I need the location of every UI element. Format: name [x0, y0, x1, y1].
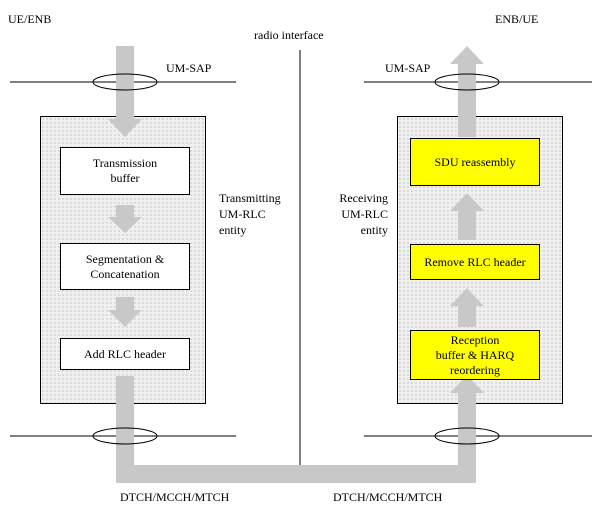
- tx-arrow-2-overlay: [108, 297, 142, 327]
- add-rlc-header-box: Add RLC header: [60, 338, 190, 370]
- enb-ue-label: ENB/UE: [495, 12, 539, 26]
- tx-exit-arrow-overlay: [116, 376, 134, 404]
- reception-buffer-harq-box: Reception buffer & HARQ reordering: [410, 330, 540, 380]
- radio-link-arrow: [116, 375, 484, 483]
- um-sap-left-label: UM-SAP: [166, 61, 212, 75]
- transmitting-entity-label: Transmitting UM-RLC entity: [219, 191, 281, 237]
- radio-interface-label: radio interface: [254, 28, 324, 42]
- receiving-entity-label: Receiving UM-RLC entity: [339, 191, 388, 237]
- rx-arrow-2-overlay: [450, 193, 484, 240]
- lower-sap-ellipse-left: [92, 427, 158, 445]
- channels-right-label: DTCH/MCCH/MTCH: [333, 490, 443, 504]
- ue-enb-label: UE/ENB: [8, 12, 52, 26]
- tx-sap-arrow: [108, 46, 142, 137]
- um-sap-right-label: UM-SAP: [385, 61, 431, 75]
- tx-arrow-1-overlay: [108, 205, 142, 233]
- upper-sap-ellipse-right: [434, 73, 500, 91]
- segmentation-concatenation-box: Segmentation & Concatenation: [60, 243, 190, 290]
- rx-arrow-1-overlay: [450, 288, 484, 327]
- sdu-reassembly-box: SDU reassembly: [410, 138, 540, 186]
- rx-sap-arrow-overlay: [458, 116, 476, 137]
- remove-rlc-header-box: Remove RLC header: [410, 244, 540, 280]
- rx-entry-arrow-overlay: [450, 375, 484, 404]
- transmission-buffer-box: Transmission buffer: [60, 147, 190, 195]
- channels-left-label: DTCH/MCCH/MTCH: [120, 490, 230, 504]
- lower-sap-ellipse-right: [434, 427, 500, 445]
- upper-sap-ellipse-left: [92, 73, 158, 91]
- tx-sap-arrow-overlay: [108, 116, 142, 137]
